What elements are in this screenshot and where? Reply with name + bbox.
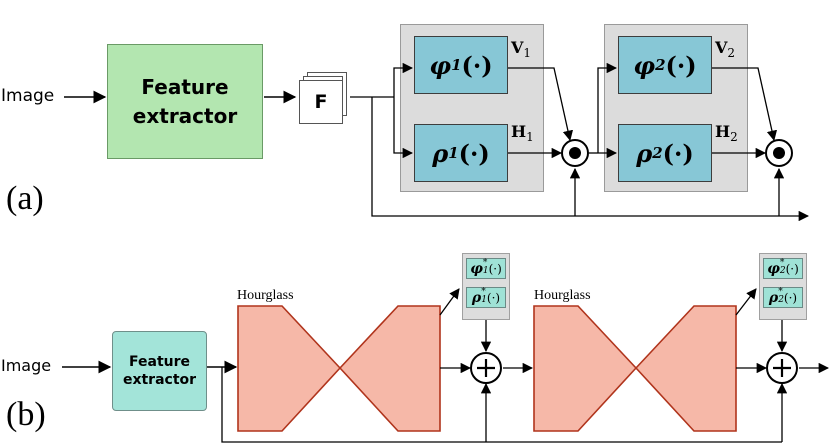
phi1-symbol: φ [429, 50, 452, 80]
image-label-a: Image [1, 86, 55, 106]
h1-label: H1 [511, 122, 534, 145]
arrow-v1-to-mul1 [508, 67, 574, 142]
feature-extractor-a: Feature extractor [107, 44, 263, 159]
rho2-symbol: ρ [636, 138, 653, 168]
sum-node-2 [766, 352, 798, 384]
phi2-sub: 2 [655, 56, 666, 74]
arrow-v2-to-mul2 [712, 67, 778, 142]
phi1-star-box: φ*1(·) [466, 258, 506, 279]
panel-label-a: (a) [6, 180, 44, 217]
feature-extractor-a-line2: extractor [132, 103, 238, 128]
rho1-arg: (·) [458, 138, 490, 168]
v2-label: V2 [715, 38, 736, 61]
arrow-to-phi1 [393, 62, 414, 97]
sum-node-1 [470, 352, 502, 384]
head-1: φ*1(·) ρ*1(·) [462, 253, 510, 320]
multiply-node-1 [561, 139, 589, 167]
multiply-node-2 [765, 139, 793, 167]
rho1-sub: 1 [448, 144, 459, 162]
arrow-hourglass2-to-head2 [735, 288, 757, 316]
hourglass-2-label: Hourglass [534, 288, 591, 303]
h2-label: H2 [715, 122, 738, 145]
hourglass-1-label: Hourglass [237, 288, 294, 303]
feature-extractor-b-line2: extractor [122, 372, 197, 388]
head-2: φ*2(·) ρ*2(·) [759, 253, 807, 320]
phi2-arg: (·) [665, 50, 697, 80]
arrow-to-rho1 [393, 97, 414, 159]
rho2-arg: (·) [662, 138, 694, 168]
feature-extractor-b-line1: Feature [129, 353, 190, 370]
feature-map-f: F [299, 80, 343, 124]
phi1-sub: 1 [451, 56, 462, 74]
phi1-arg: (·) [461, 50, 493, 80]
v1-label: V1 [511, 38, 532, 61]
arrow-to-phi2 [597, 62, 618, 153]
rho2-sub: 2 [652, 144, 663, 162]
rho1-star-box: ρ*1(·) [466, 287, 506, 308]
feature-extractor-a-line1: Feature [141, 74, 229, 99]
skip-connection-b [221, 367, 782, 443]
phi2-symbol: φ [633, 50, 656, 80]
skip-connection-a [371, 97, 810, 222]
image-label-b: Image [1, 356, 52, 375]
feature-extractor-b: Feature extractor [112, 331, 207, 411]
rho2-star-box: ρ*2(·) [763, 287, 803, 308]
arrow-hourglass1-to-head1 [439, 288, 460, 316]
hourglass-1 [237, 305, 441, 432]
panel-label-b: (b) [6, 396, 46, 433]
rho1-symbol: ρ [432, 138, 449, 168]
hourglass-2 [533, 305, 737, 432]
phi2-star-box: φ*2(·) [763, 258, 803, 279]
